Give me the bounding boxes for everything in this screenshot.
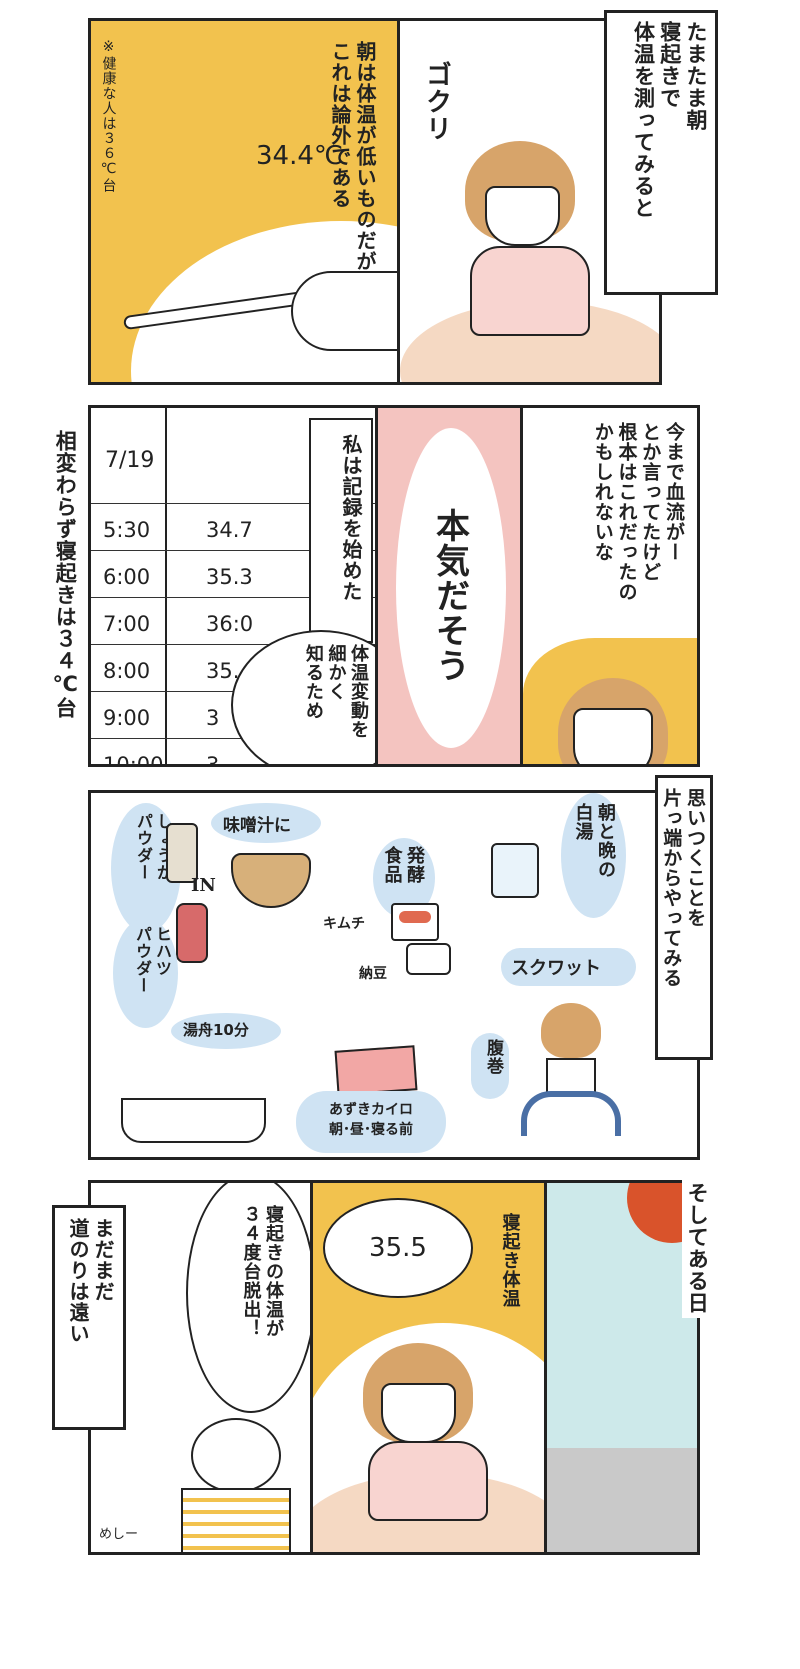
caption-box: 思いつくことを片っ端からやってみる (655, 775, 713, 1060)
table-row: 10:00 3 (91, 738, 375, 767)
label-squat: スクワット (501, 948, 636, 986)
temp-cell: 3 (206, 706, 220, 730)
kimchi-box (391, 903, 439, 941)
table-divider (165, 408, 167, 764)
character-body (368, 1441, 488, 1521)
buildings (547, 1448, 697, 1552)
in-label: IN (191, 875, 216, 896)
caption-box: まだまだ道のりは遠い (52, 1205, 126, 1430)
temp-cell: 34.7 (206, 518, 253, 542)
panel-remedies: しょうがパウダー 味噌汁に IN ヒハツパウダー 発酵食品 キムチ 納豆 朝と晩… (88, 790, 700, 1160)
time-cell: 8:00 (103, 659, 151, 683)
panel-serious: 本気だそう (375, 405, 523, 767)
temp-cell: 36:0 (206, 612, 254, 636)
reading-bubble: 35.5 (323, 1198, 473, 1298)
side-narration: 相変わらず寝起きは３４℃台 (53, 430, 78, 719)
time-cell: 7:00 (103, 612, 151, 636)
table-row: 5:30 34.7 (91, 503, 375, 550)
squat-character-hair (541, 1003, 601, 1058)
label-bath: 湯舟10分 (171, 1013, 281, 1049)
character-face (485, 186, 560, 246)
natto-box (406, 943, 451, 975)
label-natto: 納豆 (359, 966, 387, 982)
bathtub (121, 1098, 266, 1143)
label-kimchi: キムチ (323, 916, 365, 932)
time-cell: 10:00 (103, 753, 164, 767)
panel-result: 35.5 寝起き体温 (310, 1180, 547, 1555)
label-miso: 味噌汁に (211, 803, 321, 843)
label-kairo: あずきカイロ朝･昼･寝る前 (296, 1091, 446, 1153)
squat-character-legs (521, 1091, 621, 1136)
table-row: 8:00 35. (91, 644, 375, 691)
label-hihatsu: ヒハツパウダー (113, 918, 178, 1028)
label-belly-band: 腹巻 (471, 1033, 509, 1099)
table-row: 7:00 36:0 (91, 597, 375, 644)
emphasis-text: 本気だそう (429, 508, 470, 683)
character-face (573, 708, 653, 764)
kairo-pack (334, 1045, 418, 1096)
table-row: 6:00 35.3 (91, 550, 375, 597)
cat-sfx: めしー (99, 1527, 139, 1542)
hihatsu-jar (176, 903, 208, 963)
caption-box: たまたま朝寝起きで体温を測ってみると (604, 10, 718, 295)
character-face (381, 1383, 456, 1443)
note: ※健康な人は３６℃台 (100, 39, 117, 193)
table-date: 7/19 (105, 448, 155, 473)
sfx-gokuri: ゴクリ (421, 61, 452, 142)
character-face (191, 1418, 281, 1493)
character-body (470, 246, 590, 336)
thought-text: 今まで血流がーとか言ってたけど根本はこれだったのかもしれないな (591, 422, 685, 602)
miso-bowl (231, 853, 311, 908)
panel-record: 7/19 5:30 34.7 6:00 35.3 7:00 36:0 8:00 35. 9:00… (88, 405, 378, 767)
panel-thinking: 今まで血流がーとか言ってたけど根本はこれだったのかもしれないな (520, 405, 700, 767)
temp-cell: 3 (206, 753, 220, 767)
speech-bubble: 体温変動を細かく知るため (231, 630, 375, 764)
time-cell: 6:00 (103, 565, 151, 589)
label-fermented: 発酵食品 (373, 838, 435, 918)
temp-cell: 35.3 (206, 565, 253, 589)
label-wake-temp: 寝起き体温 (499, 1213, 521, 1308)
ginger-jar (166, 823, 198, 883)
narration: 朝は体温が低いものだがこれは論外である (328, 41, 377, 272)
narration-one-day: そしてある日 (682, 1178, 713, 1318)
thermometer-reading: 34.4℃ (256, 141, 344, 171)
time-cell: 5:30 (103, 518, 151, 542)
time-cell: 9:00 (103, 706, 151, 730)
squat-character-body (546, 1058, 596, 1093)
mug (491, 843, 539, 898)
caption-record: 私は記録を始めた (309, 418, 373, 643)
label-hot-water: 朝と晩の白湯 (561, 793, 626, 918)
temp-cell: 35. (206, 659, 240, 683)
hand (291, 271, 397, 351)
panel-sky (544, 1180, 700, 1555)
panel-thermometer: 朝は体温が低いものだがこれは論外である ※健康な人は３６℃台 34.4℃ (88, 18, 400, 385)
character-shirt (181, 1488, 291, 1552)
emphasis-burst (396, 428, 506, 748)
